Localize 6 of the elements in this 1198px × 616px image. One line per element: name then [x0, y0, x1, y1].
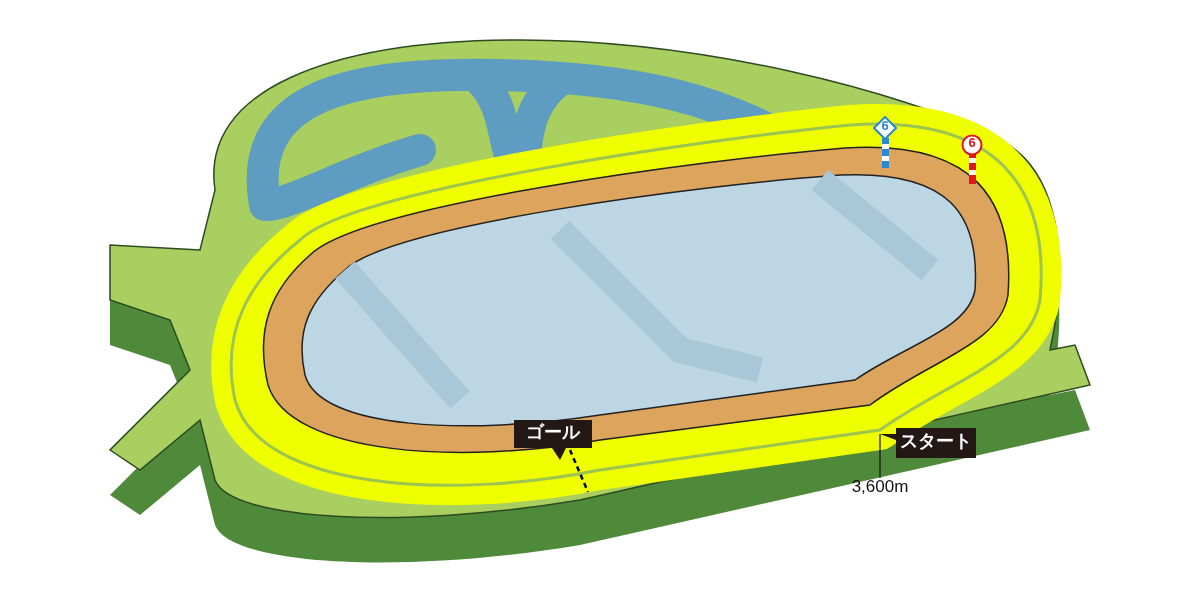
distance-marker-circle: 6 [961, 134, 983, 156]
distance-label: 3,600m [847, 478, 913, 500]
leader-line [879, 433, 881, 479]
start-callout: スタート [880, 428, 976, 458]
distance-marker-diamond: 6 [873, 116, 897, 140]
goal-callout: ゴール [514, 420, 592, 460]
